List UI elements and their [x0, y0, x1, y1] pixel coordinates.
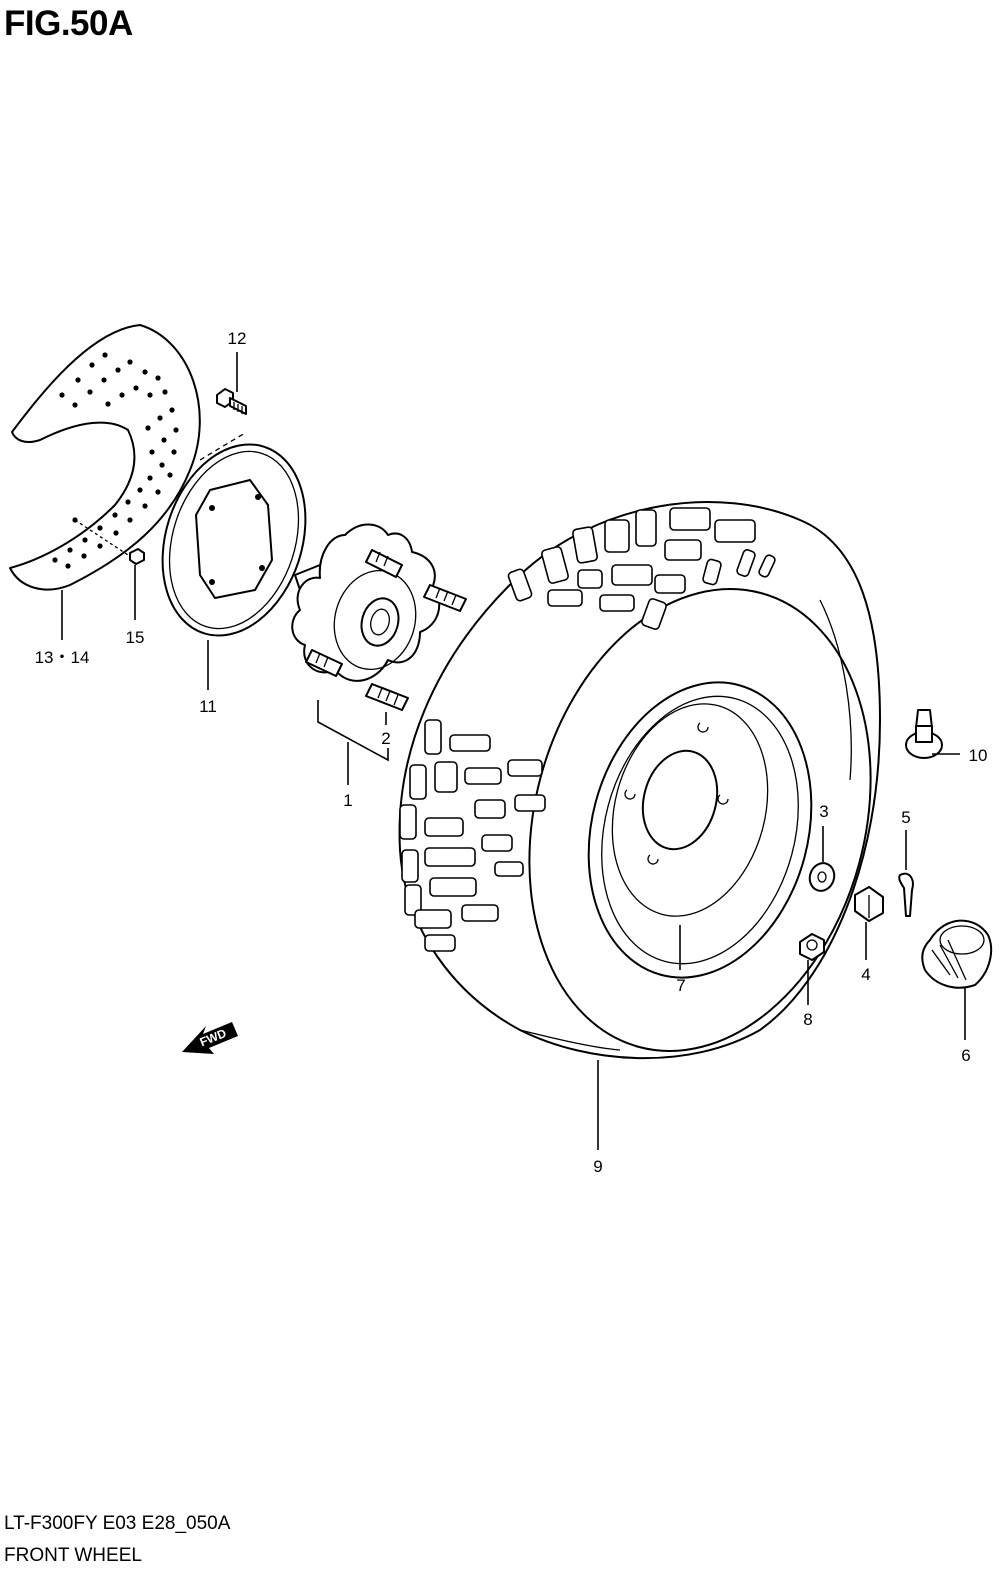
- callout-9: 9: [593, 1157, 602, 1176]
- washer: [808, 862, 836, 892]
- wheel-hub: [291, 523, 467, 711]
- cover-bolt: [129, 548, 145, 565]
- tread-blocks-top: [507, 507, 776, 630]
- callout-15: 15: [126, 628, 145, 647]
- forward-arrow-icon: FWD: [182, 1022, 238, 1054]
- callout-12: 12: [228, 329, 247, 348]
- cover-holes: [52, 352, 179, 569]
- section-name: FRONT WHEEL: [4, 1545, 142, 1566]
- callout-1: 1: [343, 791, 352, 810]
- callout-13-14: 13・14: [35, 648, 90, 667]
- callout-6: 6: [961, 1046, 970, 1065]
- callout-labels: 12 13・14 15 11 2 1 10 3 5 4 7 8 6 9: [35, 329, 988, 1176]
- wheel-rim: [587, 681, 813, 979]
- cotter-pin: [898, 872, 914, 917]
- callout-11: 11: [199, 697, 217, 716]
- wheel-nut: [799, 933, 825, 961]
- leader-lines: [61, 352, 966, 1150]
- tire-valve: [905, 709, 943, 759]
- brake-disc: [161, 432, 307, 637]
- callout-7: 7: [676, 976, 685, 995]
- model-code: LT-F300FY E03 E28_050A: [4, 1513, 231, 1534]
- callout-8: 8: [803, 1010, 812, 1029]
- disc-bolt: [216, 388, 247, 415]
- callout-5: 5: [901, 808, 910, 827]
- wheel-cap: [921, 919, 993, 989]
- castle-nut: [854, 886, 884, 922]
- callout-4: 4: [861, 965, 870, 984]
- callout-3: 3: [819, 802, 828, 821]
- callout-2: 2: [381, 729, 390, 748]
- brake-disc-cover: [9, 324, 201, 591]
- callout-10: 10: [969, 746, 988, 765]
- figure-title: FIG.50A: [4, 4, 133, 43]
- tread-blocks-left: [399, 719, 546, 952]
